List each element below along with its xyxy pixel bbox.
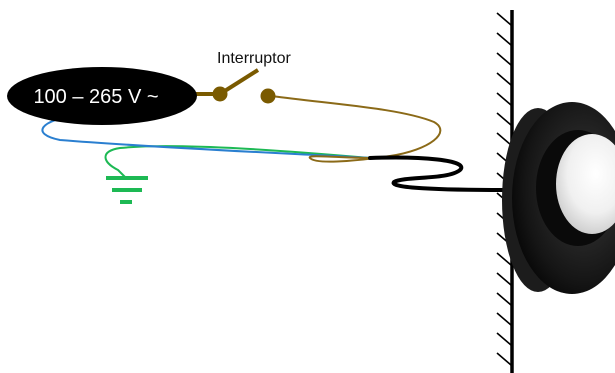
wall-hatch-mark [496, 352, 512, 366]
wall-hatch-mark [496, 12, 512, 26]
wall-hatch-mark [496, 92, 512, 106]
switch-label: Interruptor [217, 50, 291, 67]
wall-hatch-mark [496, 52, 512, 66]
wall-hatch-mark [496, 252, 512, 266]
voltage-source: 100 – 265 V ~ [7, 67, 197, 125]
wall-hatch-mark [496, 312, 512, 326]
switch-contact-right [260, 88, 276, 104]
voltage-source-label: 100 – 265 V ~ [33, 86, 158, 108]
lamp-bulb [556, 134, 615, 234]
switch[interactable] [190, 68, 276, 104]
wall-hatch-mark [496, 272, 512, 286]
wall-hatch-mark [496, 32, 512, 46]
wall-hatch-mark [496, 112, 512, 126]
wall-hatch-mark [496, 72, 512, 86]
voltage-source-body [7, 67, 197, 125]
wall-hatch-mark [496, 332, 512, 346]
wall-hatch-mark [496, 132, 512, 146]
live-wire [271, 95, 442, 163]
switch-lever[interactable] [218, 68, 260, 96]
ground-symbol [106, 176, 148, 204]
wall-hatch-mark [496, 292, 512, 306]
lamp-cable [368, 155, 507, 192]
lamp [502, 102, 615, 294]
neutral-wire [41, 114, 371, 159]
